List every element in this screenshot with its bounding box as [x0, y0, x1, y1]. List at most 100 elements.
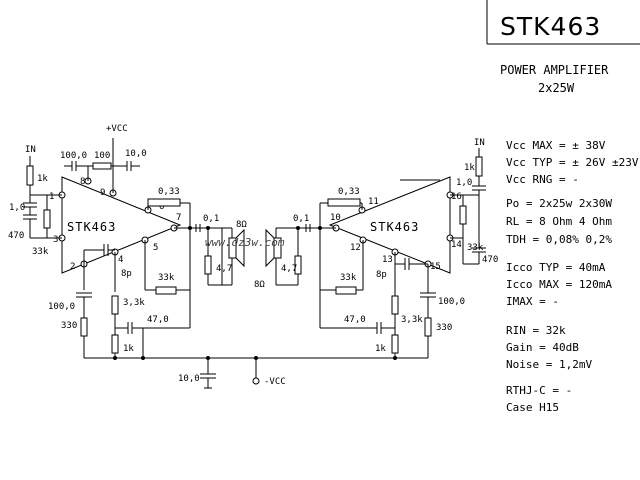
- left-r-1k-label: 1k: [123, 344, 134, 354]
- right-r-330: [424, 317, 432, 337]
- spec-vcc-max: Vcc MAX = ± 38V: [506, 139, 606, 152]
- right-channel: STK463 10 11 12 13 14 15 16 IN 1k 1,0 33…: [254, 138, 498, 358]
- left-pin-6-label: 6: [159, 202, 164, 212]
- left-r-47: [204, 255, 212, 275]
- left-pin-3-label: 3: [53, 235, 58, 245]
- vcc-neg-terminal: [252, 377, 260, 385]
- left-r-bias-label: 33k: [32, 247, 49, 257]
- right-c-470-label: 470: [482, 255, 498, 265]
- right-ic-label: STK463: [370, 220, 419, 234]
- left-pin-8-label: 8: [80, 177, 85, 187]
- right-r-33k2-label: 3,3k: [401, 315, 423, 325]
- spec-vcc-typ: Vcc TYP = ± 26V ±23V: [506, 156, 639, 169]
- left-r-in-1k: [26, 165, 34, 186]
- spec-icco-max: Icco MAX = 120mA: [506, 278, 612, 291]
- right-r-33k-label: 33k: [340, 273, 357, 283]
- left-r-01-label: 0,1: [203, 214, 219, 224]
- right-speaker-cone: [265, 228, 275, 268]
- subtitle-line-2: 2x25W: [538, 81, 575, 95]
- right-r-33k: [335, 286, 357, 295]
- spec-rl: RL = 8 Ohm 4 Ohm: [506, 215, 612, 228]
- right-r-47-label: 4,7: [281, 264, 297, 274]
- left-c-100-label: 100,0: [60, 151, 87, 161]
- right-r-330-label: 330: [436, 323, 452, 333]
- subtitle-line-1: POWER AMPLIFIER: [500, 63, 609, 77]
- left-pin-9-label: 9: [100, 188, 105, 198]
- left-r-33k-label: 33k: [158, 273, 175, 283]
- left-ic-label: STK463: [67, 220, 116, 234]
- chip-title: STK463: [500, 12, 601, 41]
- left-r-33k: [155, 286, 177, 295]
- left-pin-1-label: 1: [49, 192, 54, 202]
- spec-vcc-rng: Vcc RNG = -: [506, 173, 579, 186]
- right-c-47-label: 47,0: [344, 315, 366, 325]
- left-r-100-label: 100: [94, 151, 110, 161]
- left-pin-5-label: 5: [153, 243, 158, 253]
- spec-case: Case H15: [506, 401, 559, 414]
- spec-rthj: RTHJ-C = -: [506, 384, 572, 397]
- watermark: www.dz3w.com: [205, 236, 285, 249]
- right-r-1k: [391, 334, 399, 354]
- right-r-01-label: 0,1: [293, 214, 309, 224]
- spec-rin: RIN = 32k: [506, 324, 566, 337]
- right-c-8p-label: 8p: [376, 270, 387, 280]
- left-c-10-label: 10,0: [125, 149, 147, 159]
- bottom-c-10-label: 10,0: [178, 374, 200, 384]
- left-r-033: [147, 198, 181, 207]
- right-pin-13-label: 13: [382, 255, 393, 265]
- spec-po: Po = 2x25w 2x30W: [506, 197, 612, 210]
- left-r-100: [92, 162, 112, 170]
- right-in-label: IN: [474, 138, 485, 148]
- right-amp-triangle: [328, 176, 451, 274]
- left-r-330: [80, 317, 88, 337]
- left-speaker-cone: [235, 228, 245, 268]
- left-c-in-label: 1,0: [9, 203, 25, 213]
- right-pin-11-label: 11: [368, 197, 379, 207]
- left-in-label: IN: [25, 145, 36, 155]
- spec-noise: Noise = 1,2mV: [506, 358, 592, 371]
- left-c-470-label: 470: [8, 231, 24, 241]
- right-c-100-label: 100,0: [438, 297, 465, 307]
- left-speaker-label: 8Ω: [236, 220, 247, 230]
- right-pin-12-label: 12: [350, 243, 361, 253]
- left-channel: STK463 1 3 2 4 5 7 6 9 8 IN 1k 1,0 3: [8, 124, 247, 358]
- left-c-47-label: 47,0: [147, 315, 169, 325]
- right-c-in-label: 1,0: [456, 178, 472, 188]
- right-r-in-1k: [475, 156, 483, 177]
- left-r-in-label: 1k: [37, 174, 48, 184]
- right-pin-15-label: 15: [430, 262, 441, 272]
- left-r-330-label: 330: [61, 321, 77, 331]
- left-c-8p-label: 8p: [121, 269, 132, 279]
- vcc-pos-label: +VCC: [106, 124, 128, 134]
- left-r-1k: [111, 334, 119, 354]
- right-r-033: [327, 198, 361, 207]
- left-pin-4-label: 4: [118, 255, 123, 265]
- right-r-1k-label: 1k: [375, 344, 386, 354]
- left-r-033-label: 0,33: [158, 187, 180, 197]
- spec-icco-typ: Icco TYP = 40mA: [506, 261, 606, 274]
- right-r-bias: [459, 205, 467, 225]
- spec-imax: IMAX = -: [506, 295, 559, 308]
- spec-tdh: TDH = 0,08% 0,2%: [506, 233, 612, 246]
- left-amp-triangle: [61, 176, 182, 274]
- ground-rail: 10,0 -VCC: [84, 356, 428, 389]
- right-r-33k-2: [391, 295, 399, 315]
- right-r-033-label: 0,33: [338, 187, 360, 197]
- spec-gain: Gain = 40dB: [506, 341, 579, 354]
- vcc-neg-label: -VCC: [264, 377, 286, 387]
- right-pin-10-label: 10: [330, 213, 341, 223]
- left-r-33k2-label: 3,3k: [123, 298, 145, 308]
- spec-list: Vcc MAX = ± 38V Vcc TYP = ± 26V ±23V Vcc…: [506, 139, 639, 414]
- right-speaker-label: 8Ω: [254, 280, 265, 290]
- left-c-100b-label: 100,0: [48, 302, 75, 312]
- right-r-in-label: 1k: [464, 163, 475, 173]
- right-pin-16-label: 16: [451, 192, 462, 202]
- left-r-33k-2: [111, 295, 119, 315]
- left-pin-7-label: 7: [176, 213, 181, 223]
- left-pin-2-label: 2: [70, 262, 75, 272]
- left-r-47-label: 4,7: [216, 264, 232, 274]
- left-r-bias: [43, 209, 51, 229]
- right-pin-14-label: 14: [451, 240, 462, 250]
